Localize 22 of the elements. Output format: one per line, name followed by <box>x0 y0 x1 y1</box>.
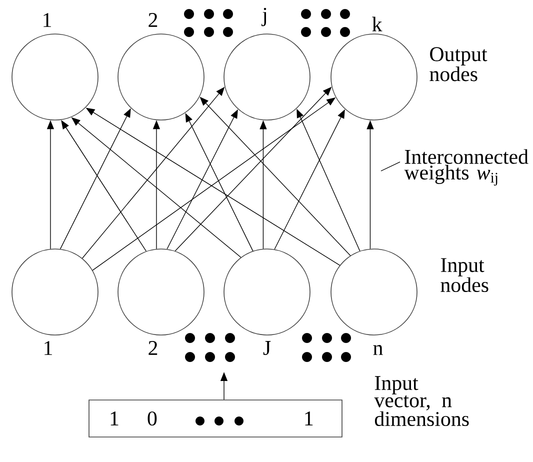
node-number: J <box>263 341 271 355</box>
layer-label: Input nodes <box>440 258 488 292</box>
arrow <box>61 120 147 252</box>
node-circle <box>330 248 418 336</box>
vector-box: 1 0 1 <box>88 400 342 438</box>
caption-text: Input vector, n dimensions <box>374 376 469 426</box>
node-circle <box>224 248 310 336</box>
node-circle <box>12 34 98 120</box>
node-circle <box>12 248 98 336</box>
node-number: 1 <box>44 13 51 27</box>
node-number: 1 <box>44 341 52 355</box>
node-circle <box>118 34 204 120</box>
node-circle <box>118 248 204 336</box>
annotation-text: Interconnected weights w$_{ij}$ <box>404 149 528 186</box>
node-circle <box>224 34 310 120</box>
node-number: 2 <box>148 341 158 355</box>
leader-line <box>380 162 400 172</box>
node-number: 2 <box>148 13 158 27</box>
node-number: n <box>373 345 383 355</box>
node-circle <box>330 34 418 120</box>
node-number: j <box>262 8 266 26</box>
node-number: k <box>372 16 382 32</box>
